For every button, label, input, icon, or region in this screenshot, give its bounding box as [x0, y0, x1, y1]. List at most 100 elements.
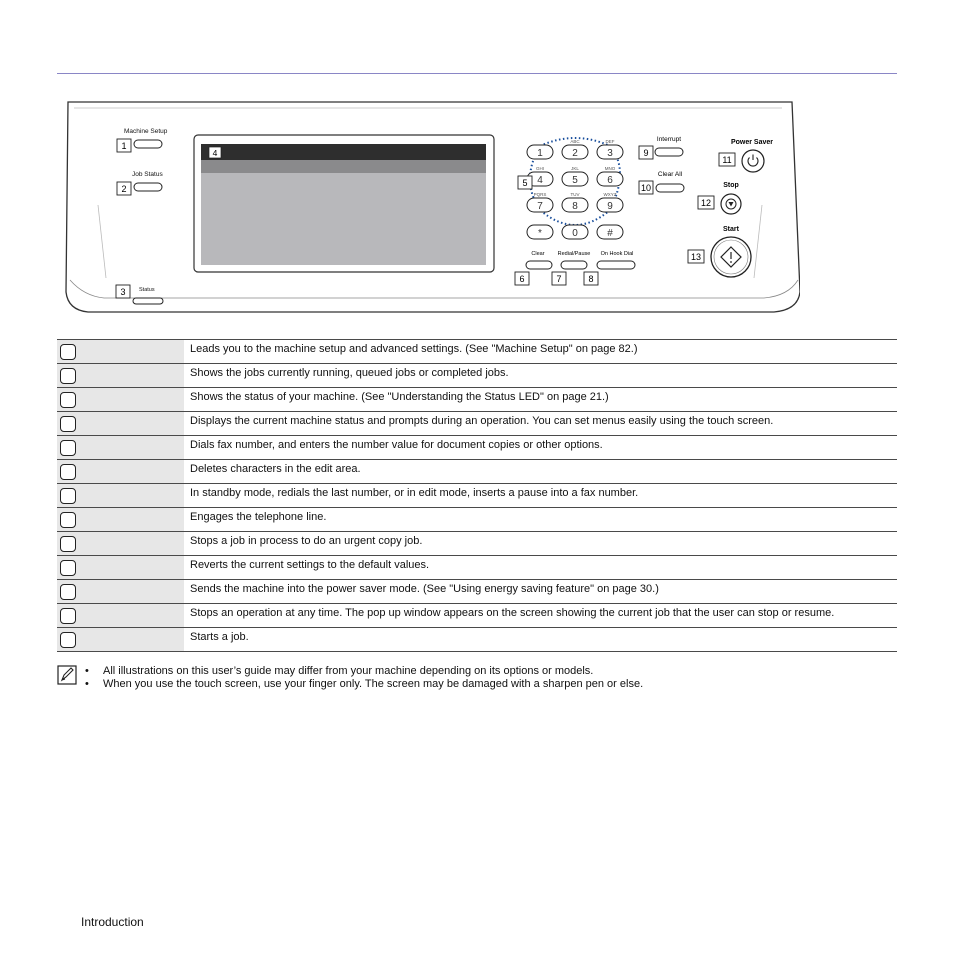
callout-number: 1: [121, 141, 126, 151]
row-description: Sends the machine into the power saver m…: [184, 579, 897, 604]
callout-marker-icon: [60, 608, 76, 624]
row-description: Starts a job.: [184, 627, 897, 652]
keypad-key[interactable]: [561, 144, 589, 160]
callout-box: [517, 175, 533, 190]
row-description: Shows the jobs currently running, queued…: [184, 363, 897, 388]
start-icon: [720, 246, 742, 268]
power-saver-label: Power Saver: [731, 139, 773, 146]
description-row: Sends the machine into the power saver m…: [57, 579, 897, 604]
description-row: Stops a job in process to do an urgent c…: [57, 531, 897, 556]
callout-marker-icon: [60, 440, 76, 456]
keypad-key[interactable]: [596, 144, 624, 160]
keypad-key[interactable]: [526, 197, 554, 213]
keypad-key[interactable]: [561, 224, 589, 240]
row-description: Dials fax number, and enters the number …: [184, 435, 897, 460]
callout-number: 5: [522, 178, 527, 188]
callout-box: [638, 145, 654, 160]
callout-box: [208, 146, 222, 159]
callout-box: [583, 271, 599, 286]
clear-button[interactable]: [525, 260, 553, 270]
redial-pause-label: Redial/Pause: [558, 251, 591, 257]
callout-box: [115, 284, 131, 299]
keypad-key-label: *: [538, 228, 542, 239]
row-description: Leads you to the machine setup and advan…: [184, 339, 897, 364]
keypad-key-letters: JKL: [571, 166, 579, 171]
description-row: Leads you to the machine setup and advan…: [57, 339, 897, 364]
keypad-key-letters: ABC: [570, 139, 580, 144]
keypad-key[interactable]: [526, 144, 554, 160]
job-status-button[interactable]: [133, 182, 163, 192]
clear-label: Clear: [531, 251, 544, 257]
on-hook-dial-button[interactable]: [596, 260, 636, 270]
keypad-key-label: 1: [537, 148, 543, 159]
row-number-cell: [57, 555, 184, 580]
row-number-cell: [57, 507, 184, 532]
job-status-label: Job Status: [132, 171, 163, 178]
callout-marker-icon: [60, 560, 76, 576]
machine-setup-button[interactable]: [133, 139, 163, 149]
clear-all-label: Clear All: [658, 171, 683, 178]
note-icon: [57, 665, 77, 685]
panel-base-line: [69, 279, 799, 299]
machine-setup-label: Machine Setup: [124, 128, 168, 135]
keypad-key[interactable]: [596, 171, 624, 187]
row-number-cell: [57, 579, 184, 604]
keypad-key[interactable]: [596, 197, 624, 213]
description-row: Starts a job.: [57, 627, 897, 652]
keypad-key-label: 9: [607, 201, 613, 212]
row-number-cell: [57, 603, 184, 628]
keypad-key-label: 8: [572, 201, 578, 212]
callout-box: [514, 271, 530, 286]
description-row: Shows the jobs currently running, queued…: [57, 363, 897, 388]
display-sub-bar: [201, 160, 486, 173]
callout-marker-icon: [60, 464, 76, 480]
callout-marker-icon: [60, 392, 76, 408]
row-number-cell: [57, 459, 184, 484]
callout-number: 2: [121, 184, 126, 194]
control-panel-illustration: Machine Setup 1 Job Status 2 Status 3 4 …: [64, 100, 800, 320]
description-row: In standby mode, redials the last number…: [57, 483, 897, 508]
row-description: In standby mode, redials the last number…: [184, 483, 897, 508]
interrupt-button[interactable]: [654, 147, 684, 157]
row-number-cell: [57, 339, 184, 364]
keypad-key-label: #: [607, 228, 613, 239]
power-saver-button[interactable]: [741, 149, 765, 173]
callout-box: [687, 249, 705, 264]
status-led: [132, 297, 164, 305]
description-row: Reverts the current settings to the defa…: [57, 555, 897, 580]
callout-number: 11: [722, 155, 731, 165]
keypad-key[interactable]: [596, 224, 624, 240]
row-description: Stops a job in process to do an urgent c…: [184, 531, 897, 556]
footer-section-name: Introduction: [81, 915, 144, 929]
keypad-key-letters: TUV: [571, 192, 580, 197]
description-row: Dials fax number, and enters the number …: [57, 435, 897, 460]
keypad-key-letters: DEF: [606, 139, 615, 144]
description-row: Stops an operation at any time. The pop …: [57, 603, 897, 628]
clear-all-button[interactable]: [655, 183, 685, 193]
note-item: •When you use the touch screen, use your…: [85, 678, 644, 690]
keypad-key[interactable]: [561, 197, 589, 213]
description-row: Displays the current machine status and …: [57, 411, 897, 436]
callout-box: [116, 138, 132, 153]
callout-box: [718, 152, 736, 167]
description-row: Engages the telephone line.: [57, 507, 897, 532]
keypad-key-letters: PQRS: [534, 192, 547, 197]
start-label: Start: [723, 226, 740, 233]
row-number-cell: [57, 363, 184, 388]
keypad-key[interactable]: [561, 171, 589, 187]
row-number-cell: [57, 387, 184, 412]
row-number-cell: [57, 435, 184, 460]
row-description: Displays the current machine status and …: [184, 411, 897, 436]
stop-label: Stop: [723, 182, 739, 189]
keypad-key-label: 5: [572, 175, 578, 186]
redial-pause-button[interactable]: [560, 260, 588, 270]
callout-box: [551, 271, 567, 286]
keypad-key[interactable]: [526, 224, 554, 240]
callout-marker-icon: [60, 512, 76, 528]
keypad-key-label: 3: [607, 148, 613, 159]
status-label: Status: [139, 287, 155, 293]
callout-marker-icon: [60, 632, 76, 648]
description-row: Deletes characters in the edit area.: [57, 459, 897, 484]
keypad-key-label: 2: [572, 148, 578, 159]
